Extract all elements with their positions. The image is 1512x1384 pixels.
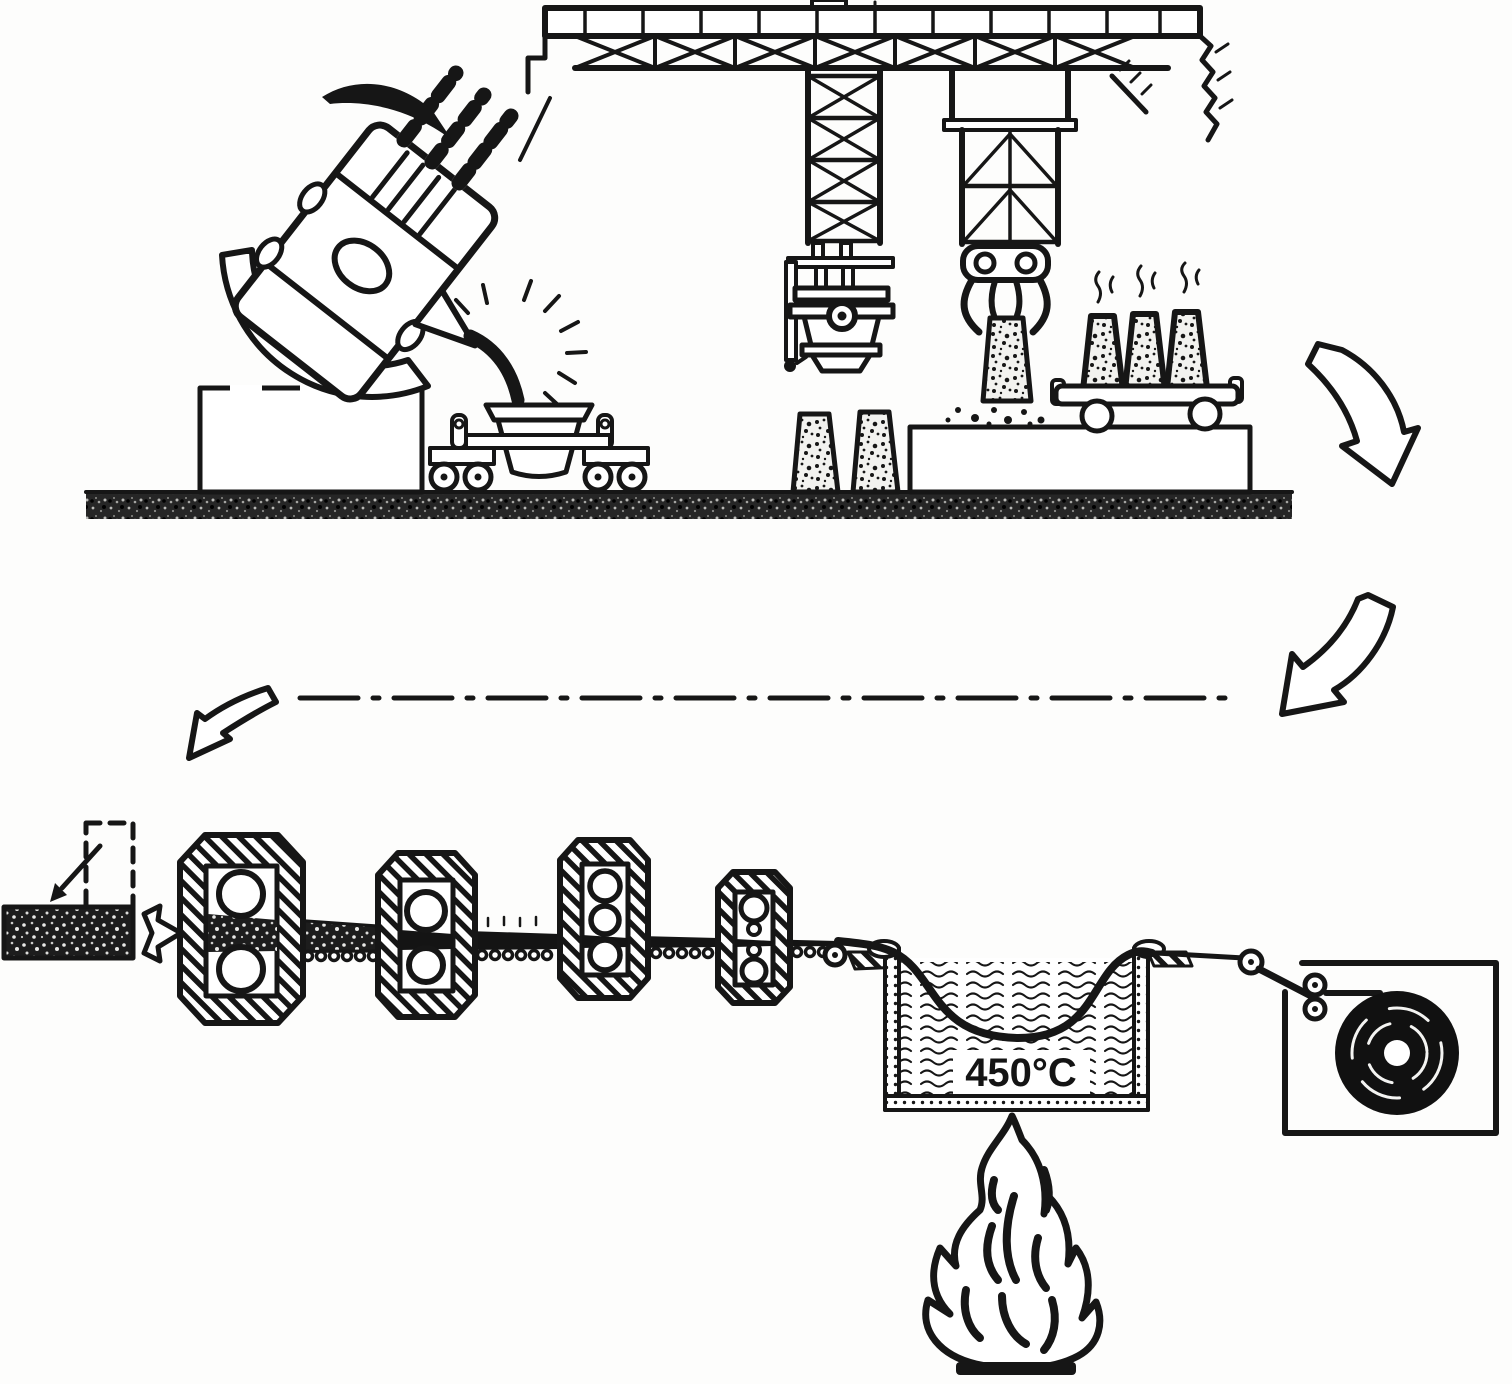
steel-coil [1335,991,1459,1115]
pedestal-dash-gap [300,385,320,392]
roll-stand-3 [557,837,651,1001]
steam-squiggles [1094,261,1201,304]
strip-through-bath [834,937,1156,1042]
slag-ladle-car [428,402,650,493]
arrow-down-right-from-top-row [1305,341,1421,487]
converter-manhole [331,237,393,295]
platform [907,424,1253,495]
crane-right-column [942,67,1078,247]
table-end-roller-hub [832,952,838,958]
converter-smoke-pennant [322,83,452,140]
label-backing [953,1050,1090,1094]
converter-spout [412,287,478,349]
tilting-converter [219,65,588,407]
roller-table [301,945,830,963]
converter-pedestal [197,385,425,495]
ingot-tongs-gripper [945,243,1051,427]
coiler [1237,948,1499,1136]
pedestal-dash-gap [230,385,262,392]
ingot-cart-with-hot-ingots [1050,261,1244,434]
roll-stand-4 [715,869,793,1006]
billet [1,904,136,961]
molten-steel-stream [454,279,588,407]
crane-left-tower [805,67,883,246]
standing-ingot-molds [790,409,901,495]
coiler-box [1282,960,1499,1136]
gripped-ingot [980,315,1034,404]
bath-temperature-label: 450°C [965,1051,1077,1095]
strip-to-coiler [1153,950,1247,961]
roll-stand-2 [375,850,478,1020]
hanging-casting-ladle [784,241,896,374]
ladle-drip [784,360,796,372]
converter-nozzles [396,65,519,191]
arrow-down-left-to-bottom-row [1279,592,1396,717]
bridge-right-wall [1197,33,1234,143]
entry-arrow [50,843,103,902]
flame-base-bar [956,1362,1076,1375]
wall-strut [1109,59,1153,115]
bridge-left-bracket [525,33,548,95]
quench-bath: 450°C [867,939,1194,1112]
bottom-roll [216,944,266,994]
heating-flame [922,1112,1104,1375]
arrow-down-left-at-mill-entry [186,685,279,761]
bridge-truss-braces [573,34,1137,70]
roll-stand-1 [177,832,306,1026]
strip-diagonal [1255,965,1315,1000]
car-wheels [428,461,648,493]
ground [84,490,1294,519]
top-roll [216,869,266,919]
block-arrow [141,903,184,964]
car-frame [464,433,612,450]
